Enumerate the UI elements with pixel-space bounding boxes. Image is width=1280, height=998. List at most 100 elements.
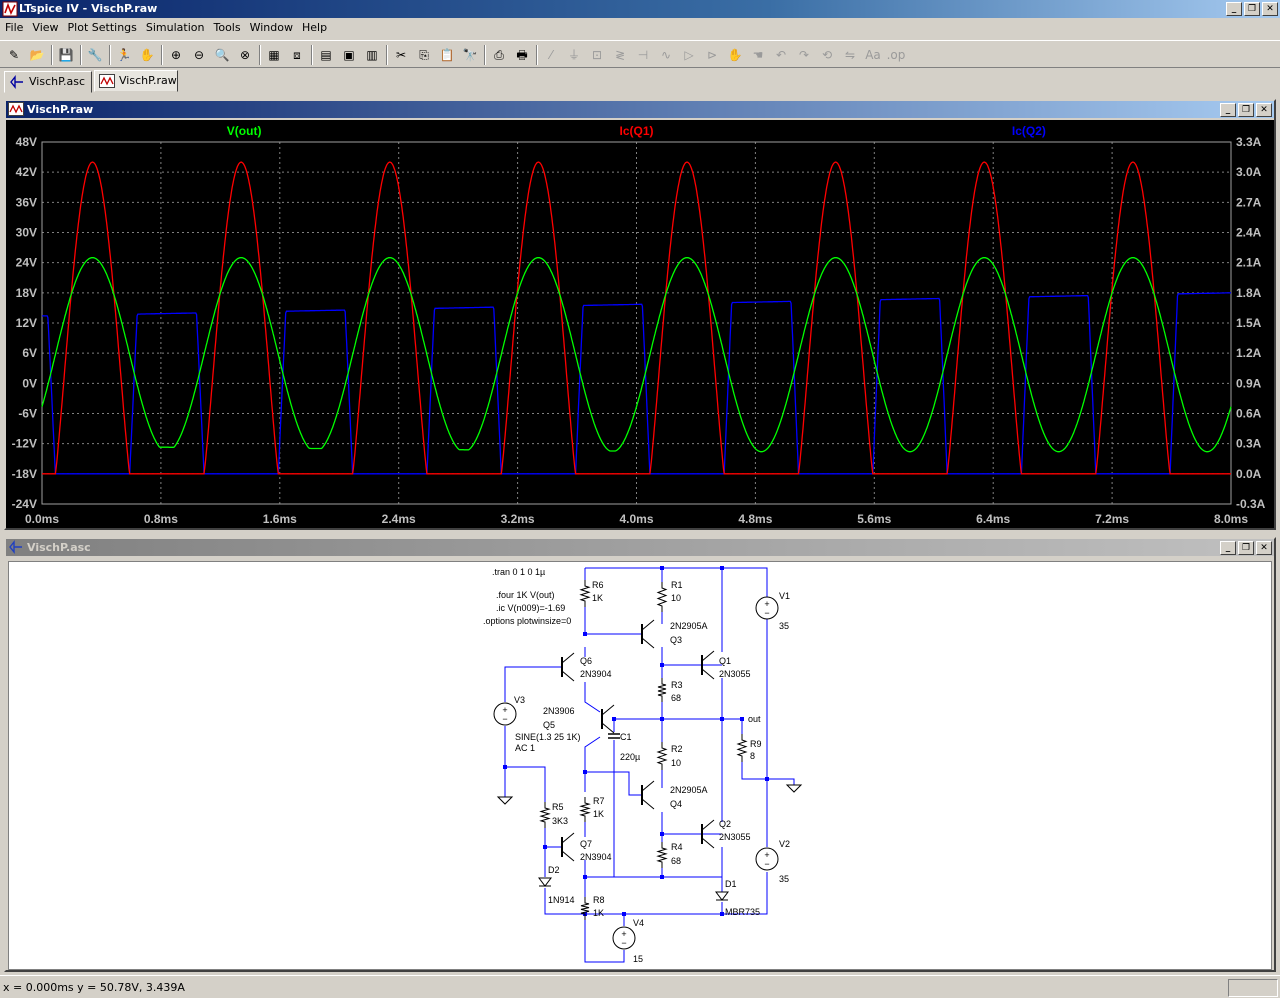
y-right-tick-label: 0.3A [1236,437,1262,451]
autorange-icon[interactable]: ▦ [268,48,280,62]
label-r4: R4 [671,842,683,852]
y-left-tick-label: 6V [22,346,37,360]
schematic-window: VischP.asc _ ❐ ✕ +−+−+−+−.tran 0 1 0 1µ.… [4,537,1276,972]
voltage-source-v1-minus: − [764,608,769,618]
y-right-tick-label: 0.9A [1236,376,1262,390]
run-icon[interactable]: 🏃 [116,48,132,62]
zoom-out-icon[interactable]: ⊖ [193,48,205,62]
paste-icon[interactable]: 📋 [439,48,455,62]
menu-window[interactable]: Window [249,21,293,34]
menu-file[interactable]: File [5,21,24,34]
zoom-in-icon[interactable]: ⊕ [170,48,182,62]
label-d2: D2 [548,865,560,875]
save-icon[interactable]: 💾 [58,48,74,62]
schematic-canvas[interactable]: +−+−+−+−.tran 0 1 0 1µ.four 1K V(out).ic… [8,561,1272,970]
ground-icon[interactable]: ⏚ [567,48,580,62]
plot-window-title-bar: VischP.raw _ ❐ ✕ [6,101,1274,118]
label-q6: 2N3904 [580,669,612,679]
trace-ic-q2 [41,292,1231,475]
cascade-icon[interactable]: ▣ [343,48,355,62]
zoom-area-icon[interactable]: 🔍 [214,48,230,62]
component-icon[interactable]: ⊳ [706,48,718,62]
resistor-icon[interactable]: ≷ [614,48,626,62]
redo-icon[interactable]: ↷ [798,48,810,62]
voltage-source-v2-plus: + [764,850,769,860]
label-d2: 1N914 [548,895,575,905]
close-button[interactable]: ✕ [1262,2,1278,16]
label-r6: 1K [592,593,603,603]
tab-vischp-asc[interactable]: VischP.asc [4,71,92,93]
undo-icon[interactable]: ↶ [775,48,787,62]
spice-directive-tran: .tran 0 1 0 1µ [492,567,545,577]
wire [584,860,722,878]
drag-icon[interactable]: ☚ [752,48,764,62]
tab-label: VischP.asc [29,75,86,88]
new-schematic-icon[interactable]: ✎ [8,48,20,62]
print-setup-icon[interactable]: ⎙ [494,48,504,62]
status-bar: x = 0.000ms y = 50.78V, 3.439A [0,975,1280,998]
menu-plot-settings[interactable]: Plot Settings [67,21,137,34]
junction-dot [583,632,587,636]
schematic-close-button[interactable]: ✕ [1256,541,1272,555]
tile-vertical-icon[interactable]: ▥ [366,48,378,62]
y-right-tick-label: 2.4A [1236,226,1262,240]
label-q1: 2N3055 [719,669,751,679]
y-right-tick-label: 3.0A [1236,165,1262,179]
rotate-icon[interactable]: ⟲ [821,48,833,62]
open-icon[interactable]: 📂 [29,48,45,62]
print-icon[interactable]: 🖶 [516,48,528,62]
plot-minimize-button[interactable]: _ [1220,103,1236,117]
copy-icon[interactable]: ⎘ [419,48,429,62]
junction-dot [660,832,664,836]
spice-directive-icon[interactable]: .op [886,48,906,62]
transistor-q5-emitter [601,722,615,734]
menu-tools[interactable]: Tools [213,21,241,34]
schematic-restore-button[interactable]: ❐ [1238,541,1254,555]
wire-icon[interactable]: ⁄ [549,48,552,62]
minimize-button[interactable]: _ [1226,2,1242,16]
fit-icon[interactable]: ⧈ [293,48,301,62]
circuit-schematic[interactable]: +−+−+−+−.tran 0 1 0 1µ.four 1K V(out).ic… [9,562,1271,969]
move-icon[interactable]: ✋ [727,48,743,62]
tile-horizontal-icon[interactable]: ▤ [320,48,332,62]
label-q1: Q1 [719,656,731,666]
menu-simulation[interactable]: Simulation [145,21,205,34]
mirror-icon[interactable]: ⇋ [844,48,856,62]
cut-icon[interactable]: ✂ [395,48,407,62]
voltage-source-v1 [755,596,779,620]
wire [504,666,562,702]
menu-help[interactable]: Help [301,21,328,34]
junction-dot [622,912,626,916]
resistor-r7 [579,797,591,822]
plot-close-button[interactable]: ✕ [1256,103,1272,117]
legend-v-out-: V(out) [227,124,262,138]
label-net-icon[interactable]: ⊡ [591,48,603,62]
diode-icon[interactable]: ▷ [684,48,694,62]
junction-dot [765,777,769,781]
wire [585,567,768,597]
plot-restore-button[interactable]: ❐ [1238,103,1254,117]
tab-vischp-raw[interactable]: VischP.raw [94,70,178,92]
text-icon[interactable]: Aa [865,48,881,62]
y-left-tick-label: -18V [12,467,37,481]
restore-button[interactable]: ❐ [1244,2,1260,16]
label-r2: R2 [671,744,683,754]
label-c1: 220µ [620,752,640,762]
diode-d2-body [538,877,552,887]
x-tick-label: 4.8ms [738,512,772,526]
spice-directive-four: .four 1K V(out) [496,590,555,600]
y-right-tick-label: 2.7A [1236,195,1262,209]
inductor-icon[interactable]: ∿ [660,48,672,62]
wire [584,682,601,713]
zoom-cancel-icon[interactable]: ⊗ [239,48,251,62]
capacitor-icon[interactable]: ⊣ [637,48,649,62]
control-panel-icon[interactable]: 🔧 [87,48,103,62]
menu-view[interactable]: View [32,21,59,34]
y-left-tick-label: 0V [22,376,37,390]
schematic-minimize-button[interactable]: _ [1220,541,1236,555]
ground-symbol [785,784,803,793]
pan-icon[interactable]: ✋ [139,48,155,62]
find-icon[interactable]: 🔭 [462,48,478,62]
